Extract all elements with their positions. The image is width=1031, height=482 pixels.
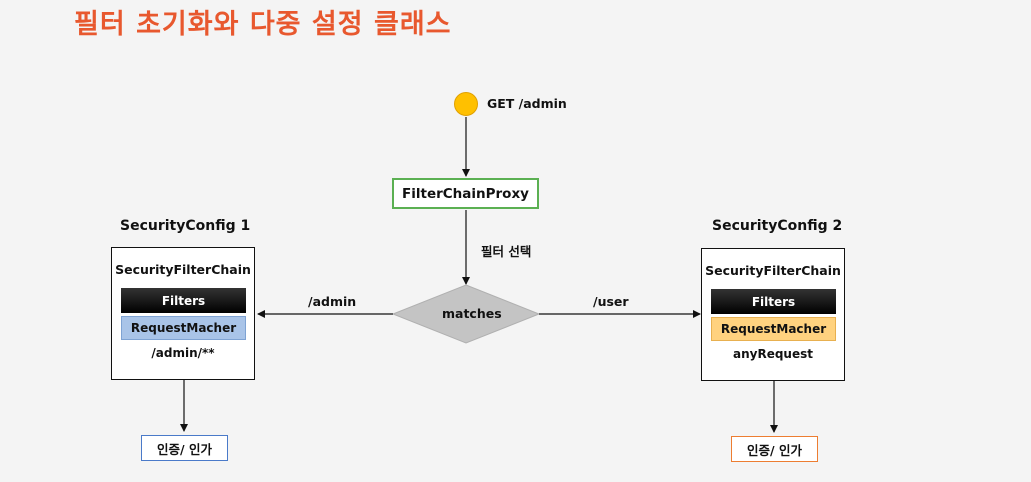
config1-title: SecurityConfig 1 <box>120 218 251 234</box>
config1-filter-chain: SecurityFilterChain Filters RequestMache… <box>111 247 255 380</box>
config2-result: 인증/ 인가 <box>731 436 818 462</box>
config2-pattern: anyRequest <box>733 347 813 361</box>
config1-chain-title: SecurityFilterChain <box>115 262 251 277</box>
config1-result: 인증/ 인가 <box>141 435 228 461</box>
config2-filter-chain: SecurityFilterChain Filters RequestMache… <box>701 248 845 381</box>
request-label: GET /admin <box>487 96 567 111</box>
config1-pattern: /admin/** <box>151 346 215 360</box>
config2-title: SecurityConfig 2 <box>712 218 843 234</box>
config2-request-matcher: RequestMacher <box>711 317 836 341</box>
filter-chain-proxy-box: FilterChainProxy <box>392 178 539 209</box>
config1-request-matcher: RequestMacher <box>121 316 246 340</box>
decision-diamond <box>391 284 541 344</box>
select-label: 필터 선택 <box>481 244 532 259</box>
decision-label: matches <box>442 306 502 321</box>
config2-filters: Filters <box>711 289 836 314</box>
left-path-label: /admin <box>308 294 357 309</box>
config1-filters: Filters <box>121 288 246 313</box>
right-path-label: /user <box>593 294 629 309</box>
config2-chain-title: SecurityFilterChain <box>705 263 841 278</box>
request-start-node <box>454 92 478 116</box>
page-title: 필터 초기화와 다중 설정 클래스 <box>74 9 452 40</box>
